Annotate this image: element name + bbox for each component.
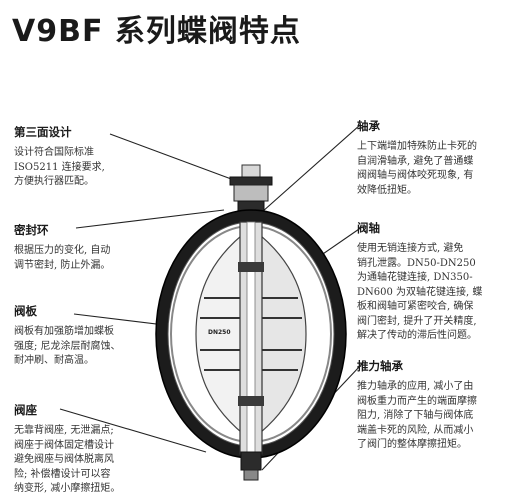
- feature-text: 阀板有加强筋增加蝶板 强度; 尼龙涂层耐腐蚀、 耐冲刷、耐高温。: [14, 326, 121, 366]
- page-title: V9BF 系列蝶阀特点: [12, 14, 301, 49]
- valve-stem: [238, 221, 264, 455]
- feature-seat: 阀座 无靠背阀座, 无泄漏点; 阀座于阀体固定槽设计 避免阀座与阀体脱离风 险;…: [14, 402, 154, 497]
- feature-text: 无靠背阀座, 无泄漏点; 阀座于阀体固定槽设计 避免阀座与阀体脱离风 险; 补偿…: [14, 425, 121, 494]
- feature-heading: 阀座: [14, 403, 37, 417]
- feature-text: 设计符合国际标准 ISO5211 连接要求, 方便执行器匹配。: [14, 147, 105, 187]
- leader-bearing: [261, 124, 361, 213]
- feature-seal-ring: 密封环 根据压力的变化, 自动 调节密封, 防止外漏。: [14, 222, 154, 273]
- disc-ribs: [200, 297, 302, 371]
- feature-third-face: 第三面设计 设计符合国际标准 ISO5211 连接要求, 方便执行器匹配。: [14, 124, 144, 190]
- feature-bearing: 轴承 上下端增加特殊防止卡死的 自润滑轴承, 避免了普通蝶 阀阀轴与阀体咬死现象…: [357, 118, 505, 198]
- feature-text: 根据压力的变化, 自动 调节密封, 防止外漏。: [14, 245, 111, 271]
- bottom-cover: [240, 451, 262, 481]
- feature-heading: 第三面设计: [14, 125, 72, 139]
- feature-text: 上下端增加特殊防止卡死的 自润滑轴承, 避免了普通蝶 阀阀轴与阀体咬死现象, 有…: [357, 141, 477, 196]
- leader-seal-ring: [75, 209, 225, 229]
- top-flange: [229, 164, 273, 224]
- feature-heading: 密封环: [14, 223, 49, 237]
- leader-third-face: [109, 133, 243, 184]
- feature-heading: 轴承: [357, 119, 380, 133]
- feature-heading: 阀板: [14, 304, 37, 318]
- feature-text: 推力轴承的应用, 减小了由 阀板重力而产生的端面摩擦 阻力, 消除了下轴与阀体底…: [357, 381, 477, 450]
- disc-marking: DN250: [208, 329, 231, 336]
- feature-heading: 阀轴: [357, 221, 380, 235]
- feature-thrust-bearing: 推力轴承 推力轴承的应用, 减小了由 阀板重力而产生的端面摩擦 阻力, 消除了下…: [357, 358, 505, 453]
- feature-disc: 阀板 阀板有加强筋增加蝶板 强度; 尼龙涂层耐腐蚀、 耐冲刷、耐高温。: [14, 303, 154, 369]
- feature-heading: 推力轴承: [357, 359, 403, 373]
- disc: DN250: [195, 226, 307, 442]
- feature-stem: 阀轴 使用无销连接方式, 避免 销孔泄露。DN50-DN250 为通轴花键连接,…: [357, 220, 505, 344]
- leader-seat: [59, 408, 207, 453]
- feature-text: 使用无销连接方式, 避免 销孔泄露。DN50-DN250 为通轴花键连接, DN…: [357, 243, 483, 341]
